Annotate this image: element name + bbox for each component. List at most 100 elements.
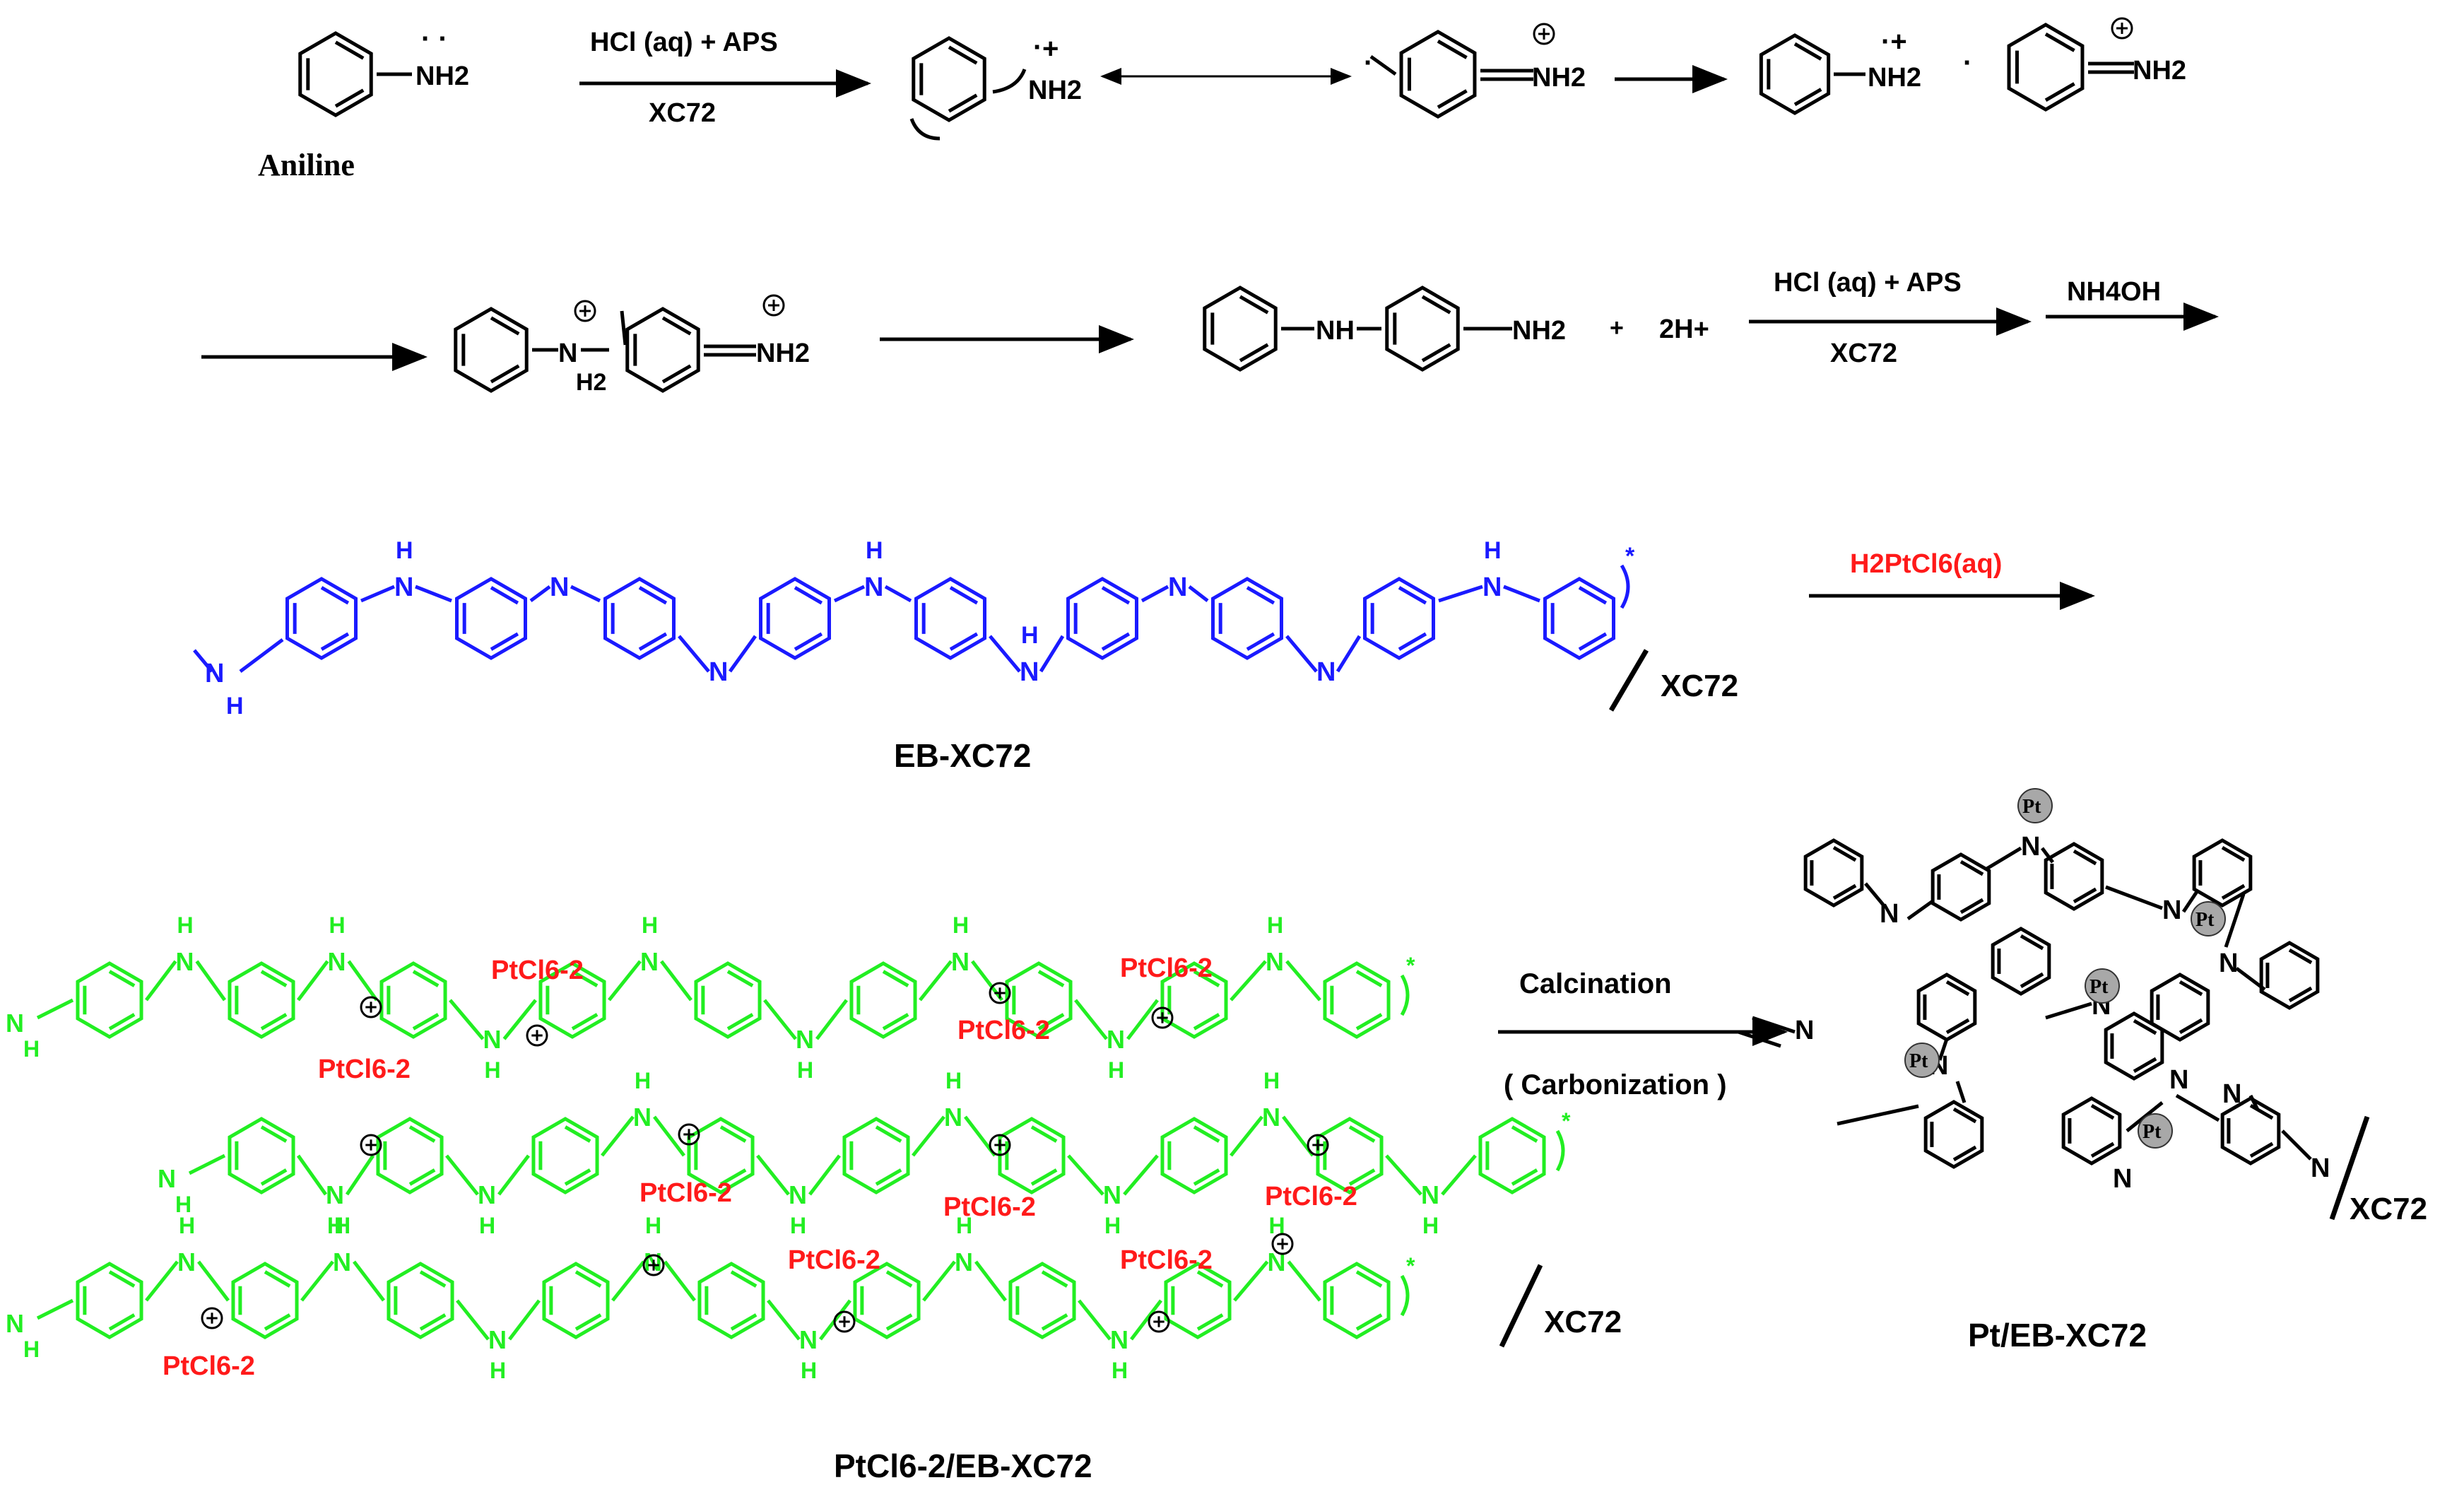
row-4-ptcl6-doping: NHNHNHNHNHNHNHNHNH*NHNHNHNHNHNHNHNHNH*NH…	[6, 788, 2427, 1484]
positive-charge-icon	[360, 996, 382, 1018]
aniline-molecule: NH2 · · Aniline	[258, 23, 469, 182]
benzene-ring	[455, 577, 527, 660]
chain-nitrogen: N	[955, 1247, 973, 1276]
benzene-ring	[298, 31, 373, 117]
reagent-h2ptcl6: H2PtCl6(aq)	[1850, 549, 2002, 579]
arrow-oxidation-1: HCl (aq) + APS XC72	[579, 28, 871, 128]
benzene-ring	[849, 961, 917, 1039]
chain-nitrogen: N	[789, 1180, 807, 1209]
positive-charge-icon	[1148, 1310, 1170, 1333]
chain-hydrogen: H	[1269, 1213, 1285, 1238]
chain-nitrogen: N	[799, 1325, 818, 1354]
benzene-ring	[76, 961, 143, 1039]
chain-nitrogen: N	[328, 947, 346, 976]
benzene-ring	[1399, 30, 1477, 119]
benzene-ring	[285, 577, 358, 660]
pt-nanoparticle: Pt	[2138, 1113, 2173, 1149]
chain-nitrogen: N	[1482, 573, 1502, 602]
chain-end-mark: *	[1625, 543, 1635, 570]
chain-hydrogen: H	[334, 1213, 350, 1238]
pair-nh2-right: NH2	[2133, 56, 2186, 86]
benzene-ring	[914, 577, 986, 660]
chain-nitrogen: N	[1262, 1103, 1280, 1132]
svg-text:·: ·	[1364, 47, 1373, 78]
ptcl6-counter-ion: PtCl6-2	[1120, 953, 1213, 983]
network-nitrogen: N	[2021, 832, 2040, 862]
benzene-ring	[1930, 852, 1991, 922]
chain-hydrogen: H	[1267, 912, 1283, 938]
pt-label: Pt	[2022, 796, 2041, 818]
eb-support: XC72	[1661, 669, 1738, 703]
chain-hydrogen: H	[790, 1213, 806, 1238]
pair-nh2-left: NH2	[1868, 63, 1921, 93]
arrow-pt-loading: H2PtCl6(aq)	[1809, 549, 2095, 610]
radical-dot-plus: ·	[1033, 32, 1042, 63]
benzene-ring	[1385, 286, 1460, 372]
anilinium-radical-cation: NH2 · +	[909, 32, 1082, 141]
network-nitrogen: N	[2219, 949, 2238, 978]
chain-start-h: H	[23, 1036, 40, 1062]
radical-nh2: NH2	[1028, 76, 1082, 105]
row-2-dimerization: N H2 NH2 NH NH2 + 2H+	[201, 268, 2219, 396]
chain-hydrogen: H	[642, 912, 658, 938]
chain-hydrogen: H	[801, 1358, 817, 1383]
benzene-ring	[1160, 1117, 1228, 1194]
chain-hydrogen: H	[1108, 1057, 1124, 1083]
chain-hydrogen: H	[956, 1213, 972, 1238]
pt-nanoparticle: Pt	[2085, 968, 2120, 1004]
chain-nitrogen: N	[478, 1180, 496, 1209]
positive-charge-icon	[1307, 1134, 1329, 1156]
benzene-ring	[531, 1117, 599, 1194]
chain-hydrogen: H	[485, 1057, 501, 1083]
calcination-label: Calcination	[1519, 968, 1672, 999]
chain-hydrogen: H	[635, 1068, 651, 1093]
benzene-ring	[603, 577, 676, 660]
ptcl6-counter-ion: PtCl6-2	[639, 1178, 732, 1208]
positive-charge-icon	[642, 1254, 665, 1276]
chain-hydrogen: H	[1104, 1213, 1121, 1238]
positive-charge-icon	[989, 1134, 1011, 1156]
svg-text:H2: H2	[576, 369, 606, 396]
benzene-ring	[542, 1262, 610, 1339]
aniline-nh2: NH2	[415, 61, 469, 91]
benzene-ring	[231, 1262, 299, 1339]
chain-nitrogen: N	[709, 657, 728, 687]
chain-nitrogen: N	[633, 1103, 652, 1132]
benzene-ring	[694, 961, 762, 1039]
svg-text:HCl (aq) + APS: HCl (aq) + APS	[1774, 268, 1962, 298]
benzene-ring	[1066, 577, 1138, 660]
chain-hydrogen: H	[1484, 537, 1502, 564]
chain-nitrogen: N	[1316, 657, 1336, 687]
network-nitrogen: N	[1795, 1016, 1814, 1045]
chain-nitrogen: N	[488, 1325, 507, 1354]
positive-charge-icon	[201, 1307, 223, 1329]
benzene-ring	[2104, 1011, 2164, 1081]
ptcl6-counter-ion: PtCl6-2	[318, 1055, 411, 1084]
benzene-ring	[2192, 838, 2253, 908]
benzene-ring	[376, 1117, 444, 1194]
arrow-polymerization: HCl (aq) + APS XC72	[1749, 268, 2032, 368]
svg-text:NH2: NH2	[756, 339, 810, 368]
benzene-ring	[842, 1117, 910, 1194]
chain-start-h: H	[23, 1337, 40, 1362]
network-nitrogen: N	[2113, 1164, 2132, 1194]
pt-label: Pt	[2195, 909, 2215, 931]
svg-text:NH2: NH2	[1512, 316, 1566, 346]
iminium-nh2: NH2	[1532, 63, 1586, 93]
chain-hydrogen: H	[1112, 1358, 1128, 1383]
chain-end-mark: *	[1406, 1253, 1415, 1279]
chain-start-h: H	[226, 693, 244, 720]
benzene-ring	[298, 31, 373, 117]
positive-charge-icon	[360, 1134, 382, 1156]
aniline-label: Aniline	[258, 148, 355, 182]
benzene-ring	[998, 1117, 1066, 1194]
chain-nitrogen: N	[864, 573, 883, 602]
svg-text:·+: ·+	[1881, 26, 1907, 57]
doped-polymer-chains: NHNHNHNHNHNHNHNHNH*NHNHNHNHNHNHNHNHNH*NH…	[6, 912, 1571, 1383]
chain-start-n: N	[205, 659, 224, 688]
benzene-ring	[1991, 927, 2051, 996]
chain-hydrogen: H	[953, 912, 969, 938]
